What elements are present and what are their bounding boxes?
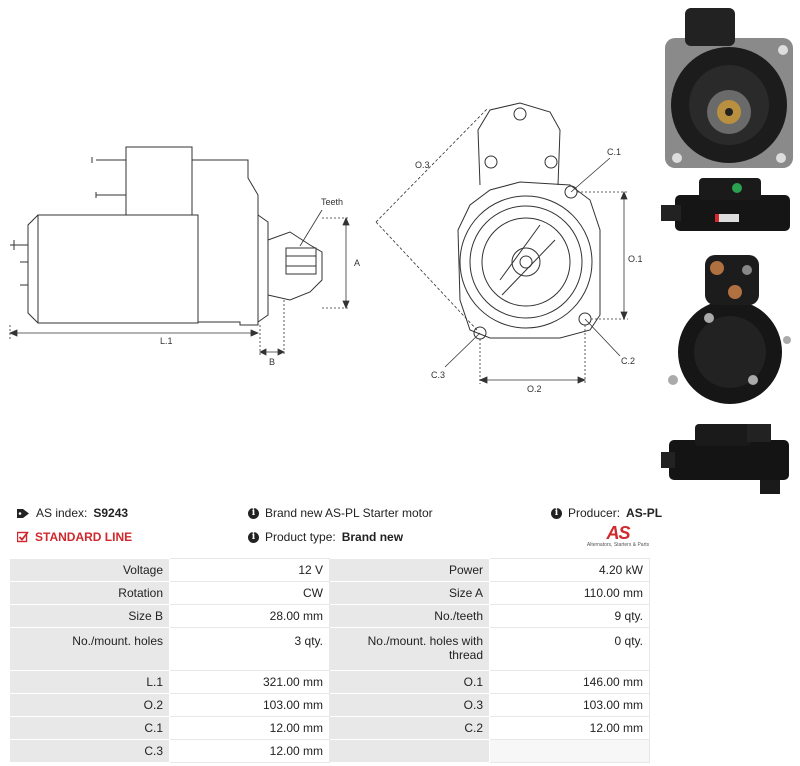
description: i Brand new AS-PL Starter motor [248, 506, 433, 520]
spec-label: C.1 [9, 716, 170, 740]
spec-value: 0 qty. [489, 627, 650, 671]
product-photos [661, 8, 793, 494]
photo-angled-view [668, 255, 791, 404]
spec-value: 321.00 mm [169, 670, 330, 694]
table-row: Size B 28.00 mm No./teeth 9 qty. [9, 604, 650, 628]
spec-value: 110.00 mm [489, 581, 650, 605]
spec-label: L.1 [9, 670, 170, 694]
spec-value: 28.00 mm [169, 604, 330, 628]
dim-b-label: B [269, 357, 275, 367]
spec-value: 12.00 mm [169, 739, 330, 763]
tag-icon [17, 508, 30, 519]
pinion [285, 247, 317, 275]
standard-line-label: STANDARD LINE [35, 530, 133, 544]
spec-value: CW [169, 581, 330, 605]
motor-end-cap [27, 214, 39, 324]
spec-label: No./teeth [329, 604, 490, 628]
table-row: Voltage 12 V Power 4.20 kW [9, 558, 650, 582]
specs-table: Voltage 12 V Power 4.20 kW Rotation CW S… [9, 558, 650, 763]
motor-body [37, 214, 199, 324]
info-icon: i [248, 531, 259, 543]
teeth-label: Teeth [321, 197, 343, 207]
dim-c2-label: C.2 [621, 356, 635, 366]
info-icon: i [551, 507, 562, 519]
spec-value: 12.00 mm [169, 716, 330, 740]
dim-a-label: A [354, 258, 360, 268]
dim-c3-label: C.3 [431, 370, 445, 380]
standard-line: STANDARD LINE [17, 530, 132, 544]
spec-label [329, 739, 490, 763]
dim-l1-label: L.1 [160, 336, 173, 346]
spec-label: No./mount. holes with thread [329, 627, 490, 671]
table-row: Rotation CW Size A 110.00 mm [9, 581, 650, 605]
logo-subtitle: Alternators, Starters & Parts [586, 542, 650, 548]
as-index: AS index: S9243 [17, 506, 128, 520]
spec-value: 9 qty. [489, 604, 650, 628]
dim-o1-label: O.1 [628, 254, 643, 264]
as-pl-logo: AS Alternators, Starters & Parts [583, 524, 653, 554]
table-row: C.3 12.00 mm [9, 739, 650, 763]
photo-front-view [665, 8, 793, 168]
flange-top-lug [477, 102, 561, 186]
logo-mark: AS [606, 523, 630, 543]
spec-value: 3 qty. [169, 627, 330, 671]
spec-label: O.2 [9, 693, 170, 717]
product-type-label: Product type: [265, 530, 336, 544]
photo-side-view [661, 178, 790, 231]
info-icon: i [248, 507, 259, 519]
table-row: C.1 12.00 mm C.2 12.00 mm [9, 716, 650, 740]
flange-outline [457, 181, 601, 339]
producer: i Producer: AS-PL [551, 506, 662, 520]
dim-o3-label: O.3 [415, 160, 430, 170]
spec-label: No./mount. holes [9, 627, 170, 671]
spec-label: Voltage [9, 558, 170, 582]
spec-label: O.3 [329, 693, 490, 717]
table-row: No./mount. holes 3 qty. No./mount. holes… [9, 627, 650, 671]
spec-label: Size A [329, 581, 490, 605]
as-index-value: S9243 [93, 506, 129, 520]
spec-label: Rotation [9, 581, 170, 605]
solenoid [125, 146, 193, 216]
product-type: i Product type: Brand new [248, 530, 403, 544]
pinion-housing [267, 231, 323, 301]
spec-label: Size B [9, 604, 170, 628]
producer-value: AS-PL [626, 506, 663, 520]
photo-side-view-2 [661, 424, 789, 494]
drive-housing [192, 159, 259, 326]
flange-ring-outer [459, 195, 593, 329]
spec-value: 103.00 mm [489, 693, 650, 717]
spec-label: C.3 [9, 739, 170, 763]
table-row: O.2 103.00 mm O.3 103.00 mm [9, 693, 650, 717]
description-text: Brand new AS-PL Starter motor [265, 506, 433, 520]
spec-value: 4.20 kW [489, 558, 650, 582]
dim-c1-label: C.1 [607, 147, 621, 157]
spec-value [489, 739, 650, 763]
as-index-label: AS index: [36, 506, 88, 520]
spec-label: O.1 [329, 670, 490, 694]
spec-value: 12.00 mm [489, 716, 650, 740]
spec-value: 103.00 mm [169, 693, 330, 717]
spec-value: 12 V [169, 558, 330, 582]
producer-label: Producer: [568, 506, 621, 520]
spec-value: 146.00 mm [489, 670, 650, 694]
technical-drawing: Teeth A L.1 B [8, 102, 643, 394]
spec-label: C.2 [329, 716, 490, 740]
table-row: L.1 321.00 mm O.1 146.00 mm [9, 670, 650, 694]
product-type-value: Brand new [341, 530, 404, 544]
product-info: AS index: S9243 STANDARD LINE i Brand ne… [0, 500, 800, 556]
checkbox-check-icon [17, 531, 29, 543]
dim-o2-label: O.2 [527, 384, 542, 394]
spec-label: Power [329, 558, 490, 582]
